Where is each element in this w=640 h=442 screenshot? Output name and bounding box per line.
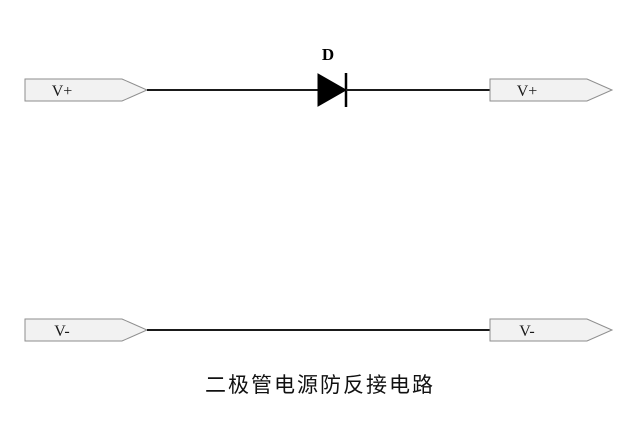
top-left-terminal: V+	[24, 78, 149, 102]
top-right-terminal: V+	[489, 78, 614, 102]
top-left-terminal-label: V+	[52, 83, 73, 100]
bottom-right-terminal: V-	[489, 318, 614, 342]
diagram-caption: 二极管电源防反接电路	[205, 373, 435, 397]
diode-label: D	[322, 45, 334, 64]
terminal-flag-icon	[489, 78, 614, 102]
top-right-terminal-label: V+	[517, 83, 538, 100]
top-rail: V+ D V+	[24, 45, 614, 107]
bottom-rail: V- V-	[24, 318, 614, 342]
diode-symbol: D	[317, 45, 348, 107]
bottom-left-terminal: V-	[24, 318, 149, 342]
terminal-flag-icon	[24, 318, 149, 342]
terminal-flag-icon	[489, 318, 614, 342]
diode-anode-triangle-icon	[317, 73, 348, 107]
terminal-flag-icon	[24, 78, 149, 102]
bottom-right-terminal-label: V-	[519, 323, 534, 340]
bottom-left-terminal-label: V-	[54, 323, 69, 340]
